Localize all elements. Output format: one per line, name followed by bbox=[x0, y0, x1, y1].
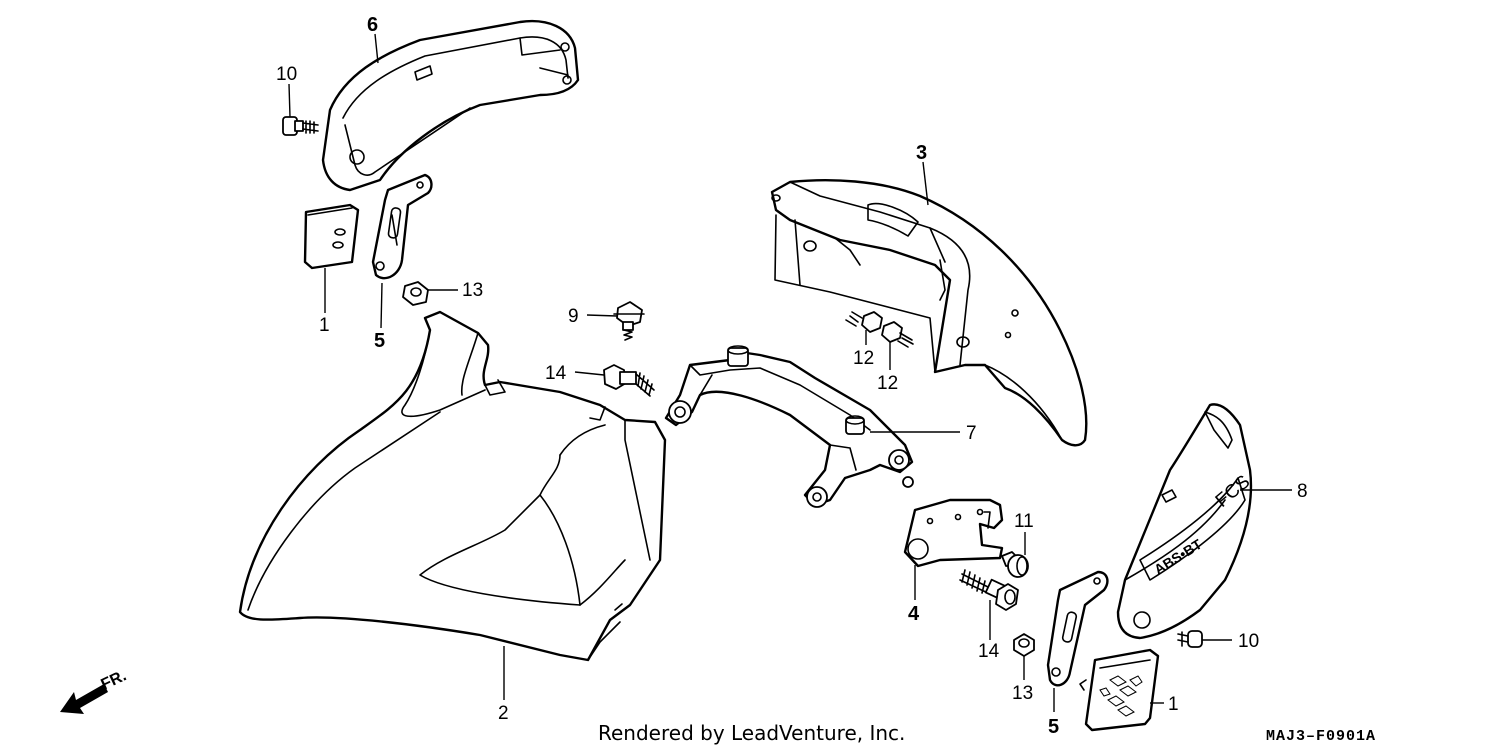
callout-labels: 6 10 1 5 13 9 14 3 12 12 7 4 11 14 13 5 … bbox=[276, 14, 1308, 738]
part-14-bolt-lower[interactable] bbox=[959, 569, 1019, 611]
part-1-pad-upper[interactable] bbox=[303, 203, 360, 270]
part-1-reflector-lower[interactable] bbox=[1079, 648, 1160, 732]
part-13-nut-upper[interactable] bbox=[402, 281, 429, 306]
part-9-bolt[interactable] bbox=[613, 301, 645, 341]
callout-13-upper: 13 bbox=[462, 280, 483, 301]
part-5-stay-upper[interactable] bbox=[371, 173, 433, 280]
part-3-rear-fender[interactable] bbox=[770, 179, 1088, 447]
part-12-screw-b[interactable] bbox=[881, 321, 914, 348]
callout-4: 4 bbox=[908, 603, 920, 625]
callout-11: 11 bbox=[1014, 511, 1034, 532]
render-credit: Rendered by LeadVenture, Inc. bbox=[598, 721, 905, 745]
front-direction-arrow: FR. bbox=[60, 667, 129, 714]
part-10-screw-lower[interactable] bbox=[1177, 630, 1203, 648]
part-13-nut-lower[interactable] bbox=[1013, 633, 1035, 657]
arrow-left-icon bbox=[60, 684, 108, 714]
direction-label: FR. bbox=[99, 667, 130, 693]
callout-3: 3 bbox=[916, 142, 927, 164]
part-10-screw-upper[interactable] bbox=[282, 116, 319, 136]
callout-14-lower: 14 bbox=[978, 641, 1000, 662]
part-14-bolt-upper[interactable] bbox=[603, 364, 655, 397]
part-11-clip[interactable] bbox=[1001, 551, 1029, 578]
callout-7: 7 bbox=[966, 423, 977, 444]
callout-12-b: 12 bbox=[877, 373, 898, 394]
callout-6: 6 bbox=[367, 14, 378, 36]
callout-5-lower: 5 bbox=[1048, 716, 1059, 738]
callout-1-upper: 1 bbox=[319, 315, 330, 336]
diagram-code: MAJ3–F0901A bbox=[1266, 728, 1376, 745]
part-4-plate[interactable] bbox=[903, 498, 1004, 568]
callout-1-lower: 1 bbox=[1168, 694, 1179, 715]
callout-10-upper: 10 bbox=[276, 64, 297, 85]
callout-13-lower: 13 bbox=[1012, 683, 1033, 704]
part-12-screw-a[interactable] bbox=[845, 311, 883, 333]
callout-8: 8 bbox=[1297, 481, 1308, 502]
callout-5-upper: 5 bbox=[374, 330, 385, 352]
part-8-side-garnish[interactable]: ABS•BT FCS bbox=[1116, 403, 1254, 640]
part-2-front-fender[interactable] bbox=[238, 310, 667, 662]
part-7-fender-stay[interactable] bbox=[664, 345, 914, 508]
leader-lines bbox=[288, 33, 1292, 712]
callout-10-lower: 10 bbox=[1238, 631, 1259, 652]
callout-12-a: 12 bbox=[853, 348, 874, 369]
callout-9: 9 bbox=[568, 306, 579, 327]
callout-14-upper: 14 bbox=[545, 363, 567, 384]
part-5-stay-lower[interactable] bbox=[1046, 570, 1109, 687]
callout-2: 2 bbox=[498, 703, 509, 724]
part-6-upper-garnish[interactable] bbox=[321, 19, 580, 192]
